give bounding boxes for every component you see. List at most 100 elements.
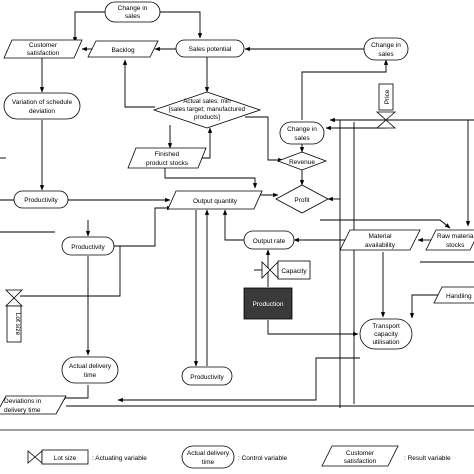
label-line: Change in — [118, 5, 148, 12]
edges — [0, 11, 474, 408]
bowtie-icon — [375, 111, 397, 121]
actuating-variable-shape — [378, 83, 394, 111]
result-variable-shape — [433, 286, 474, 304]
legend-sample-label: Actual delivery — [187, 450, 230, 457]
label-line: time — [84, 372, 97, 379]
edge-finished-actualsales — [200, 127, 213, 159]
control-variable-shape — [181, 366, 233, 386]
legend-description: : Actuating variable — [92, 455, 147, 462]
label-line: delivery time — [4, 407, 41, 414]
label-line: Actual delivery — [69, 363, 112, 370]
result-variable-shape — [321, 445, 399, 467]
node-production: Production — [243, 287, 293, 320]
label-line: Output rate — [253, 238, 286, 245]
node-customer-satisfaction: Customer satisfaction — [3, 39, 83, 59]
result-variable-shape — [0, 395, 67, 415]
bowtie-icon — [269, 261, 279, 279]
control-variable-shape — [181, 445, 235, 469]
node-finished-product-stocks: Finished product stocks — [127, 147, 207, 169]
label-line: Handling — [446, 293, 472, 300]
bowtie-icon — [34, 450, 43, 464]
actuating-variable-shape — [6, 305, 22, 343]
label-line: Productivity — [71, 244, 105, 251]
label-line: Actual sales: min — [183, 98, 231, 105]
label-line: Backlog — [111, 47, 135, 54]
legend: Lot size : Actuating variable Actual del… — [0, 429, 474, 469]
edge-actualsales-revenue — [245, 116, 284, 163]
label-line: Production — [252, 301, 283, 308]
label-line: Transport — [372, 323, 400, 330]
label-line: Deviations in — [4, 398, 42, 405]
bowtie-icon — [27, 450, 36, 464]
decision-shape — [152, 91, 262, 129]
node-deviations-in-delivery-time: Deviations in delivery time — [0, 395, 67, 415]
edge-transport-delivery — [117, 357, 360, 403]
label-line: Change in — [287, 126, 317, 133]
node-profit: Profit — [275, 184, 329, 214]
result-variable-shape — [339, 229, 421, 251]
control-variable-shape — [243, 230, 295, 250]
label-line: Productivity — [24, 197, 58, 204]
edge-actualsales-backlog — [122, 59, 155, 108]
label-line: availability — [365, 242, 396, 249]
label-line: Revenue — [289, 159, 315, 166]
node-productivity-left: Productivity — [13, 190, 69, 209]
legend-control: Actual delivery time : Control variable — [181, 445, 288, 469]
node-revenue: Revenue — [276, 151, 328, 171]
edge-productivitymid-output — [112, 205, 173, 247]
label-line: capacity — [374, 331, 399, 338]
node-material-availability: Material availability — [339, 229, 421, 251]
node-variation-of-schedule-deviation: Variation of schedule deviation — [3, 92, 81, 120]
node-lot-size: Lot size — [5, 289, 23, 343]
label-line: products] — [194, 114, 220, 121]
node-price: Price — [375, 83, 397, 129]
bowtie-icon — [375, 119, 397, 129]
label-line: Capacity — [281, 268, 307, 275]
label-line: Profit — [294, 197, 309, 204]
label-line: Raw materia — [437, 233, 474, 240]
edge-changesales-custsat — [72, 11, 105, 43]
node-output-rate: Output rate — [243, 230, 295, 250]
control-variable-shape — [61, 356, 119, 384]
bowtie-icon — [5, 289, 23, 299]
edge-handling-transport — [409, 294, 440, 319]
control-variable-shape — [359, 318, 413, 350]
decision-shape — [275, 184, 329, 214]
label-line: satisfaction — [27, 50, 60, 57]
control-variable-shape — [279, 121, 325, 145]
production-block — [243, 287, 293, 320]
node-change-in-sales-right: Change in sales — [363, 37, 409, 61]
node-handling: Handling — [433, 286, 474, 304]
edge-lotsize-productivity — [20, 246, 121, 297]
label-line: stocks — [446, 242, 465, 249]
node-backlog: Backlog — [87, 40, 159, 58]
label-line: deviation — [29, 108, 55, 115]
label-line: Customer — [29, 42, 58, 49]
label-line: Lot size — [14, 313, 21, 336]
control-variable-shape — [363, 37, 409, 61]
node-capacity: Capacity — [261, 260, 311, 280]
node-productivity-bottom: Productivity — [181, 366, 233, 386]
node-change-in-sales-top: Change in sales — [104, 1, 161, 23]
control-variable-shape — [61, 236, 115, 256]
bowtie-icon — [5, 297, 23, 307]
legend-actuating: Lot size : Actuating variable — [27, 449, 147, 465]
edge-changesales-salespotential — [160, 11, 203, 39]
result-variable-shape — [127, 147, 207, 169]
label-line: sales — [294, 135, 310, 142]
result-variable-shape — [3, 39, 83, 59]
legend-description: : Control variable — [238, 455, 288, 462]
label-line: Sales potential — [189, 46, 232, 53]
node-sales-potential: Sales potential — [175, 39, 245, 58]
node-output-quantity: Output quantity — [167, 190, 263, 210]
label-line: sales — [125, 13, 141, 20]
legend-sample-label: time — [202, 459, 215, 466]
actuating-variable-shape — [41, 449, 89, 465]
control-variable-shape — [175, 39, 245, 58]
node-actual-delivery-time: Actual delivery time — [61, 356, 119, 384]
node-productivity-mid: Productivity — [61, 236, 115, 256]
control-variable-shape — [3, 92, 81, 120]
label-line: Material — [368, 233, 392, 240]
control-variable-shape — [104, 1, 161, 23]
